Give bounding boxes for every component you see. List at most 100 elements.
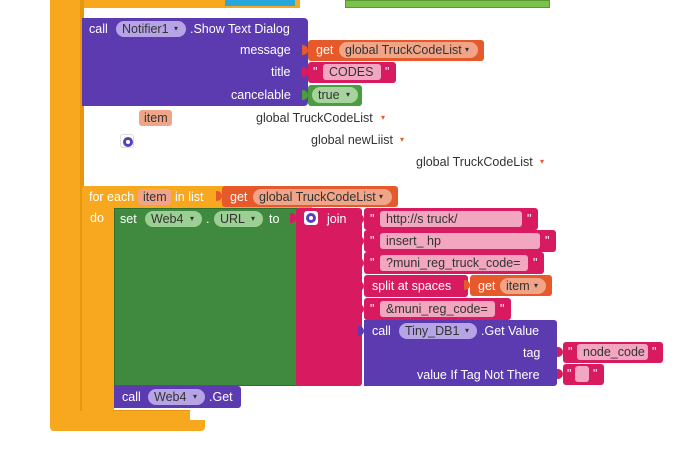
chevron-down-icon: ▾ <box>400 135 405 144</box>
join-text-2-close-quote: " <box>545 234 550 248</box>
message-variable-name: global TruckCodeList <box>345 43 462 57</box>
split-variable-name: item <box>506 279 530 293</box>
join-plug-1 <box>358 214 364 224</box>
title-socket-label: title <box>271 65 291 79</box>
tinydb-tag-label: tag <box>523 346 541 360</box>
tinydb-default-label: value If Tag Not There <box>417 368 540 382</box>
top-partial-cyan-block[interactable] <box>225 0 295 6</box>
chevron-down-icon: ▾ <box>465 45 470 54</box>
tag-close-quote: " <box>652 345 657 359</box>
set-web-url-block[interactable] <box>114 208 298 386</box>
join-text-3-close-quote: " <box>533 256 538 270</box>
chevron-down-icon: ▾ <box>190 214 195 223</box>
in-list-plug <box>216 191 222 201</box>
gear-icon[interactable] <box>304 211 318 225</box>
join-text-2-open-quote: " <box>370 234 375 248</box>
tag-open-quote: " <box>568 345 573 359</box>
split-get-label: get <box>478 279 496 293</box>
message-get-label: get <box>316 43 334 57</box>
set-to-label: to <box>269 212 280 226</box>
cancelable-value: true <box>318 88 340 102</box>
web-get-component-name: Web4 <box>154 390 187 404</box>
floating-variable-truck-list-1[interactable]: global TruckCodeList <box>256 111 373 125</box>
join-text-3-open-quote: " <box>370 256 375 270</box>
default-close-quote: " <box>593 367 598 381</box>
split-variable-dropdown[interactable]: item ▾ <box>500 278 546 294</box>
cancelable-dropdown[interactable]: true ▾ <box>312 87 358 103</box>
split-at-spaces-block[interactable] <box>364 275 468 297</box>
set-property-dropdown[interactable]: URL ▾ <box>214 211 263 227</box>
join-text-1-close-quote: " <box>527 212 532 226</box>
chevron-down-icon: ▾ <box>379 192 384 201</box>
top-partial-green-block[interactable] <box>345 0 550 8</box>
set-component-dropdown[interactable]: Web4 ▾ <box>145 211 202 227</box>
for-each-label: for each <box>89 190 135 204</box>
join-plug-3 <box>358 258 364 268</box>
cancelable-plug <box>302 90 308 100</box>
join-text-1-open-quote: " <box>370 212 375 226</box>
for-each-item-field[interactable]: item <box>138 189 171 205</box>
join-plug-5 <box>358 304 364 314</box>
for-each-item-name: item <box>143 190 167 204</box>
in-list-variable-dropdown[interactable]: global TruckCodeList ▾ <box>253 189 392 205</box>
set-property-name: URL <box>220 212 246 226</box>
tag-plug <box>557 347 563 357</box>
default-text-field[interactable] <box>575 366 589 382</box>
in-list-get-label: get <box>230 190 248 204</box>
floating-item-name: item <box>144 111 168 125</box>
in-list-label: in list <box>175 190 204 204</box>
tag-text-value: node_code <box>583 345 645 359</box>
join-text-field-3[interactable]: ?muni_reg_truck_code= <box>380 255 528 271</box>
join-text-value-2: insert_ hp <box>386 234 441 248</box>
chevron-down-icon: ▾ <box>346 90 351 99</box>
for-each-arm[interactable] <box>82 186 114 411</box>
join-plug <box>290 213 296 223</box>
chevron-down-icon: ▾ <box>534 281 539 290</box>
tinydb-component-name: Tiny_DB1 <box>405 324 460 338</box>
web-get-component-dropdown[interactable]: Web4 ▾ <box>148 389 205 405</box>
chevron-down-icon: ▾ <box>174 24 179 33</box>
join-block[interactable] <box>296 208 362 386</box>
join-text-5-close-quote: " <box>500 302 505 316</box>
tag-text-field[interactable]: node_code <box>577 344 648 360</box>
notifier-component-dropdown[interactable]: Notifier1 ▾ <box>116 21 186 37</box>
message-variable-dropdown[interactable]: global TruckCodeList ▾ <box>339 42 478 58</box>
chevron-down-icon: ▾ <box>465 326 470 335</box>
tinydb-call-label: call <box>372 324 391 338</box>
chevron-down-icon: ▾ <box>251 214 256 223</box>
cancelable-socket-label: cancelable <box>231 88 291 102</box>
floating-variable-truck-list-2[interactable]: global TruckCodeList <box>416 155 533 169</box>
floating-item-field[interactable]: item <box>139 110 172 126</box>
join-text-field-1[interactable]: http://s truck/ <box>380 211 522 227</box>
title-text-value: CODES <box>329 65 374 79</box>
do-label: do <box>90 211 104 225</box>
join-plug-4 <box>358 281 364 291</box>
outer-procedure-bottom[interactable] <box>50 420 205 431</box>
join-plug-2 <box>358 236 364 246</box>
tinydb-method-label: .Get Value <box>481 324 540 338</box>
notifier-component-name: Notifier1 <box>122 22 169 36</box>
chevron-down-icon: ▾ <box>193 392 198 401</box>
chevron-down-icon: ▾ <box>381 113 386 122</box>
join-text-field-2[interactable]: insert_ hp <box>380 233 540 249</box>
inner-procedure-bottom[interactable] <box>80 410 190 420</box>
join-label: join <box>327 212 347 226</box>
join-text-value-1: http://s truck/ <box>386 212 458 226</box>
tinydb-component-dropdown[interactable]: Tiny_DB1 ▾ <box>399 323 477 339</box>
join-text-value-5: &muni_reg_code= <box>386 302 488 316</box>
message-plug <box>302 45 308 55</box>
join-text-field-5[interactable]: &muni_reg_code= <box>380 301 495 317</box>
gear-icon[interactable] <box>120 134 134 148</box>
notifier-method-label: .Show Text Dialog <box>190 22 290 36</box>
set-label: set <box>120 212 137 226</box>
chevron-down-icon: ▾ <box>540 157 545 166</box>
top-partial-orange-block[interactable] <box>80 0 300 8</box>
outer-procedure-arm[interactable] <box>50 0 80 430</box>
notifier-call-label: call <box>89 22 108 36</box>
web-get-call-label: call <box>122 390 141 404</box>
title-open-quote: " <box>313 65 318 79</box>
join-text-value-3: ?muni_reg_truck_code= <box>386 256 521 270</box>
in-list-variable-name: global TruckCodeList <box>259 190 376 204</box>
title-text-field[interactable]: CODES <box>323 64 381 80</box>
floating-variable-new-list[interactable]: global newLiist <box>311 133 393 147</box>
